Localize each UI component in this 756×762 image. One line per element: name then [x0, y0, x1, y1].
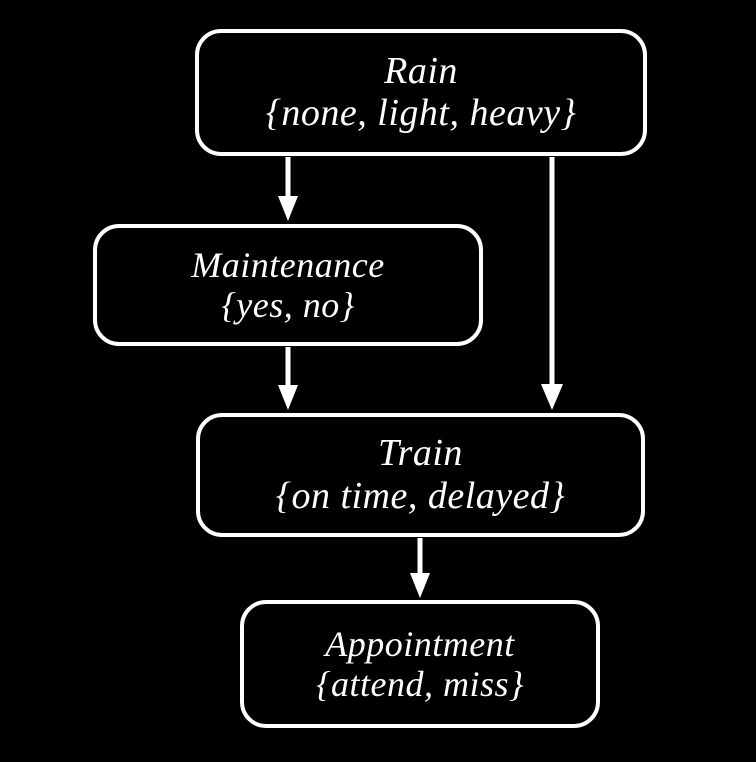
edge-rain-to-maintenance — [278, 157, 298, 221]
node-maintenance-title: Maintenance — [191, 244, 385, 285]
edge-rain-to-train — [541, 157, 563, 410]
node-train-title: Train — [378, 432, 463, 475]
edge-train-to-appointment — [410, 538, 430, 598]
edge-maintenance-to-train — [278, 347, 298, 410]
node-train-states: {on time, delayed} — [275, 474, 566, 517]
node-appointment[interactable]: Appointment {attend, miss} — [240, 600, 600, 728]
node-appointment-states: {attend, miss} — [316, 663, 524, 704]
node-train[interactable]: Train {on time, delayed} — [196, 413, 645, 537]
node-maintenance[interactable]: Maintenance {yes, no} — [93, 224, 483, 346]
node-rain-title: Rain — [384, 49, 458, 92]
node-appointment-title: Appointment — [325, 623, 515, 664]
node-rain-states: {none, light, heavy} — [265, 92, 577, 134]
node-maintenance-states: {yes, no} — [221, 284, 355, 325]
node-rain[interactable]: Rain {none, light, heavy} — [195, 29, 647, 156]
